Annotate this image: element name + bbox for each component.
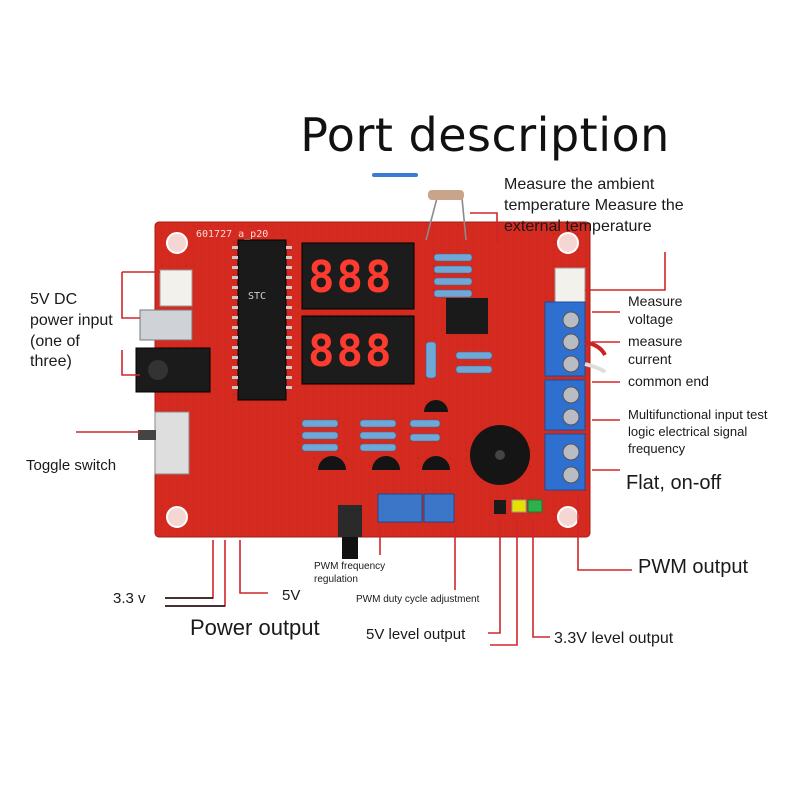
label-power-output: Power output <box>190 615 320 640</box>
mcu-chip <box>237 239 287 401</box>
seven-segment-top <box>301 242 415 310</box>
screw-terminals <box>544 301 586 491</box>
toggle-switch-body <box>154 411 190 475</box>
label-3v3-level: 3.3V level output <box>554 630 674 647</box>
title-underline <box>372 173 418 177</box>
label-pwm-duty: PWM duty cycle adjustment <box>356 594 480 605</box>
mcu-marking: STC <box>248 291 267 302</box>
seven-segment-bottom <box>301 315 415 385</box>
leader-lines <box>76 212 666 646</box>
label-flat-onoff: Flat, on-off <box>626 472 722 494</box>
usb-port <box>139 309 193 341</box>
op-amp-chip <box>446 298 488 334</box>
seven-segment-top-digits: 888 <box>308 252 394 303</box>
label-5v: 5V <box>282 587 301 604</box>
label-measure-voltage: Measure voltage <box>628 293 683 328</box>
label-multifunctional: Multifunctional input test logic electri… <box>628 407 768 456</box>
label-pwm-frequency: PWM frequency regulation <box>314 561 386 585</box>
seven-segment-bottom-digits: 888 <box>308 326 394 377</box>
label-toggle-switch: Toggle switch <box>26 457 117 474</box>
page-title: Port description <box>300 108 670 162</box>
silkscreen-id: 601727 a_p20 <box>196 229 269 240</box>
label-measure-current: measure current <box>628 333 683 368</box>
dc-jack <box>135 347 211 393</box>
label-5v-level: 5V level output <box>366 626 466 643</box>
label-3v3: 3.3 v <box>113 590 146 607</box>
label-dc-input: 5V DC power input (one of three) <box>30 291 113 371</box>
resistor-array <box>301 253 493 452</box>
pwm-duty-pot <box>423 493 455 523</box>
transistors <box>318 400 450 470</box>
pwm-frequency-pot <box>377 493 423 523</box>
label-pwm-output: PWM output <box>638 556 749 578</box>
push-button <box>338 505 362 537</box>
label-temperature: Measure the ambient temperature Measure … <box>504 176 684 235</box>
jst-connector-ntc <box>554 267 586 309</box>
label-common-end: common end <box>628 373 709 389</box>
jst-connector-left <box>159 269 193 307</box>
